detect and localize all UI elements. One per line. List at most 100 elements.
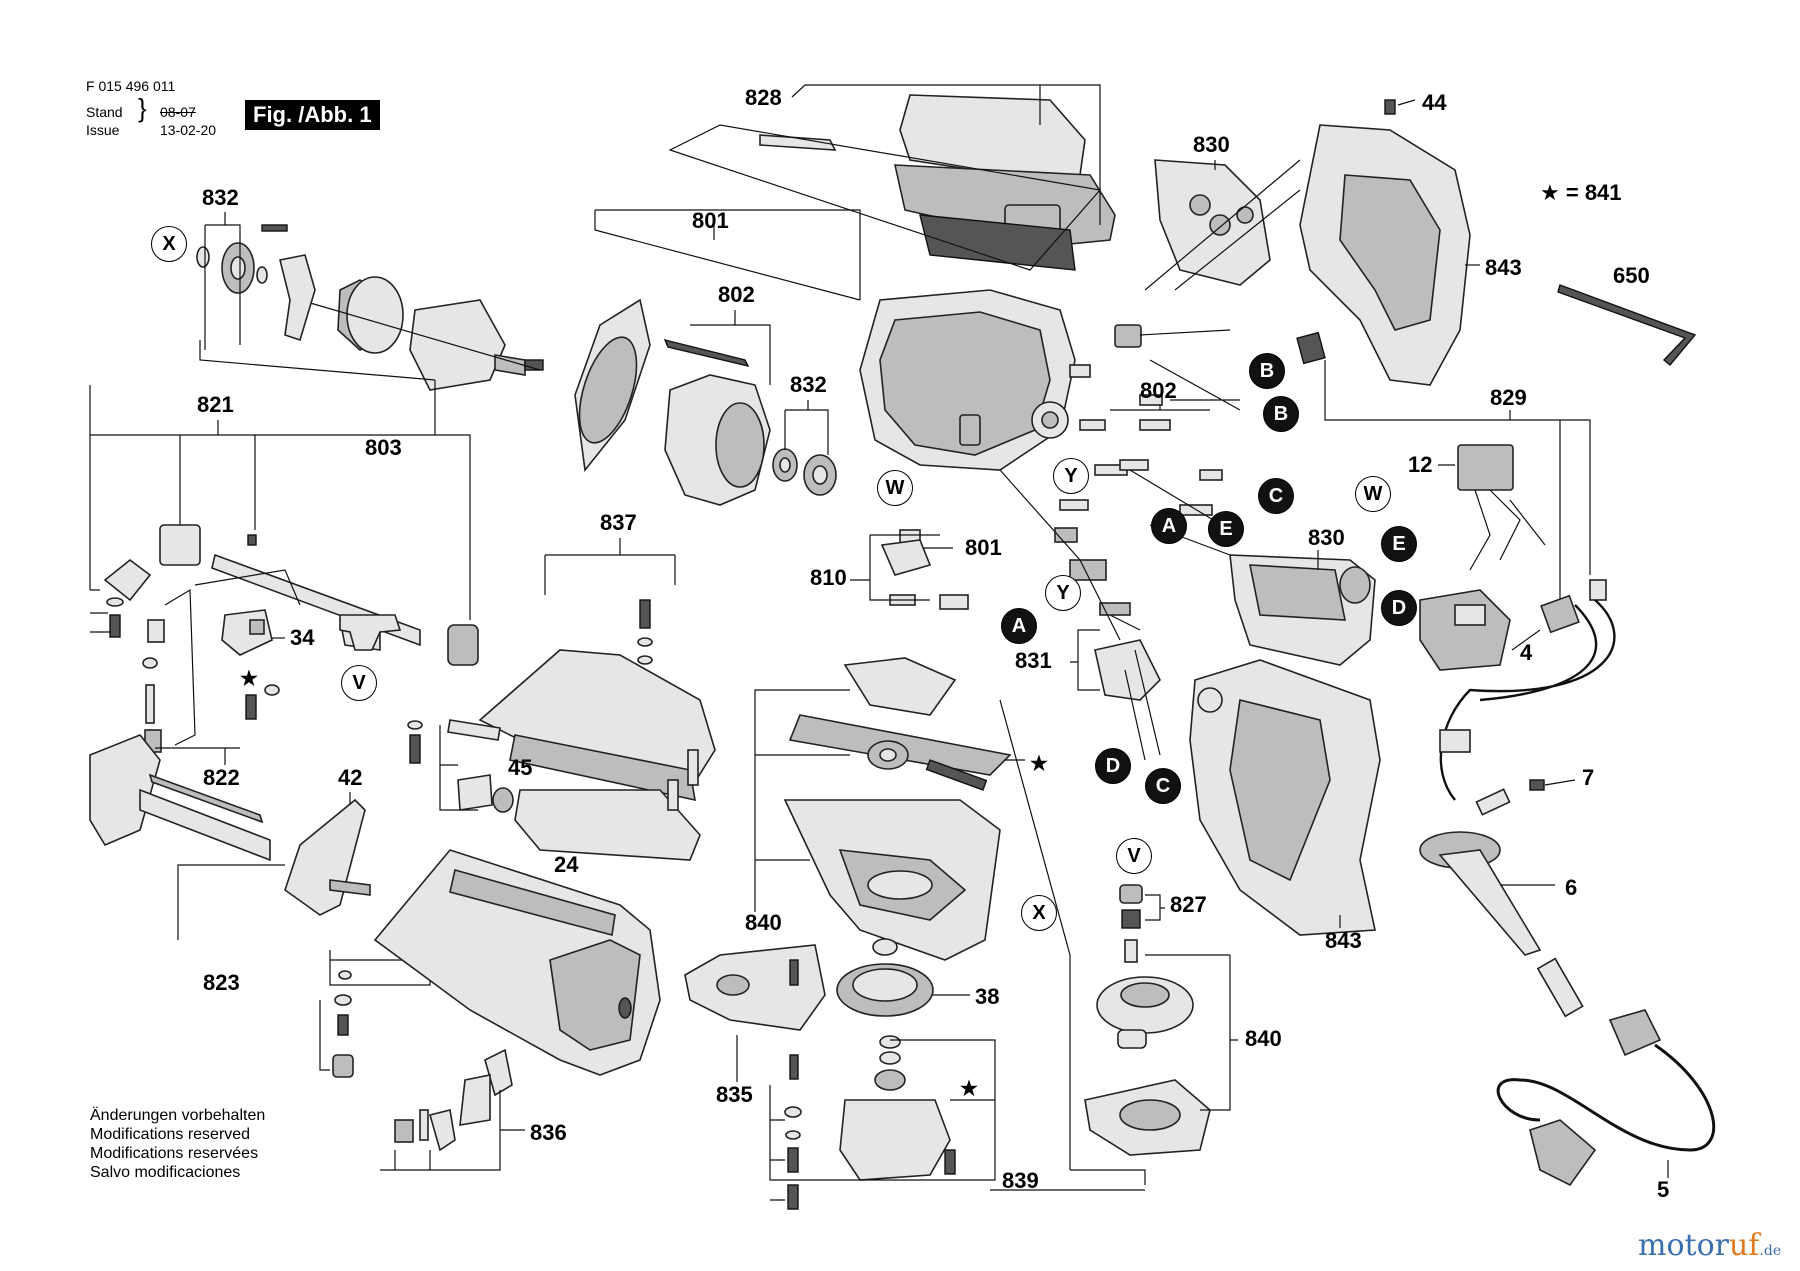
figure-label: Fig. /Abb. 1 <box>245 100 380 130</box>
cord-strain-relief-6 <box>1419 729 1542 956</box>
brushes-and-connectors <box>899 324 1241 610</box>
footnote-line: Änderungen vorbehalten <box>90 1107 266 1124</box>
hex-key-650 <box>1557 284 1697 366</box>
handle-shell-843-rear <box>1296 99 1471 386</box>
part-number-803: 803 <box>365 435 402 460</box>
cable-clamp <box>1475 788 1511 816</box>
capacitor-12 <box>1457 444 1514 491</box>
part-number-650: 650 <box>1613 263 1650 288</box>
footnote-line: Salvo modificaciones <box>90 1164 241 1181</box>
connector-w-marker: W <box>1355 476 1391 512</box>
issue-label: Issue <box>86 122 120 138</box>
bearing-pair-832-left <box>196 224 316 342</box>
gear-housing-837 <box>478 599 716 861</box>
part-number-802: 802 <box>718 282 755 307</box>
connector-c-marker: C <box>1258 478 1294 514</box>
side-cover-830-upper <box>1154 159 1271 286</box>
part-number-827: 827 <box>1170 892 1207 917</box>
connector-b-marker: B <box>1249 353 1285 389</box>
lower-screws-left <box>332 970 354 1078</box>
part-number-840: 840 <box>745 910 782 935</box>
star-legend: ★ = 841 <box>1540 180 1622 206</box>
issue-date: 13-02-20 <box>160 122 217 138</box>
shoe-plate-823 <box>89 734 271 862</box>
document-number: F 015 496 011 <box>86 78 176 94</box>
connector-x-marker: X <box>1021 895 1057 931</box>
part-number-44: 44 <box>1422 90 1447 115</box>
plate-45 <box>407 719 514 813</box>
connector-x-marker: X <box>151 226 187 262</box>
part-number-34: 34 <box>290 625 315 650</box>
part-number-12: 12 <box>1408 452 1432 477</box>
part-number-837: 837 <box>600 510 637 535</box>
part-number-831: 831 <box>1015 648 1052 673</box>
part-number-4: 4 <box>1520 640 1533 665</box>
part-number-6: 6 <box>1565 875 1577 900</box>
connector-b-marker: B <box>1263 396 1299 432</box>
part-number-42: 42 <box>338 765 362 790</box>
connector-c-marker: C <box>1145 768 1181 804</box>
handle-shell-843-front <box>1189 659 1381 936</box>
part-number-829: 829 <box>1490 385 1527 410</box>
bracket-34 <box>221 609 273 656</box>
part-number-821: 821 <box>197 392 234 417</box>
part-number-7: 7 <box>1582 765 1594 790</box>
blade-holder-42 <box>284 798 371 916</box>
left-fasteners <box>103 558 165 753</box>
screw-841 <box>245 694 257 720</box>
star-marker-icon-2: ★ <box>960 1078 978 1100</box>
part-number-802b: 802 <box>1140 378 1177 403</box>
star-legend-text: = 841 <box>1565 180 1622 205</box>
brace-icon: } <box>138 93 147 123</box>
part-number-24: 24 <box>554 852 579 877</box>
shaft-assembly-821 <box>159 524 479 666</box>
part-number-801b: 801 <box>965 535 1002 560</box>
part-number-823: 823 <box>203 970 240 995</box>
connector-w-marker: W <box>877 470 913 506</box>
part-number-836: 836 <box>530 1120 567 1145</box>
part-number-839: 839 <box>1002 1168 1039 1193</box>
footnote-line: Modifications reservées <box>90 1145 259 1162</box>
part-number-840b: 840 <box>1245 1026 1282 1051</box>
stand-label: Stand <box>86 104 123 120</box>
motor-housing-801 <box>859 289 1076 471</box>
connector-d-marker: D <box>1095 748 1131 784</box>
part-number-801: 801 <box>692 208 729 233</box>
star-icon: ★ <box>1540 180 1560 205</box>
electronics-module-831 <box>1094 602 1161 761</box>
cord-wires <box>1439 599 1616 801</box>
stand-date: 08-07 <box>160 104 196 120</box>
power-cord-5 <box>1496 957 1715 1187</box>
gearbox-cover-835 <box>684 944 826 1080</box>
bearing-housing-839 <box>839 1035 956 1181</box>
part-number-822: 822 <box>203 765 240 790</box>
bevel-gear-38 <box>836 938 934 1017</box>
part-number-45: 45 <box>508 755 532 780</box>
washer <box>264 684 280 696</box>
brush-holder <box>880 539 932 606</box>
star-marker-icon-3: ★ <box>1030 753 1048 775</box>
part-number-832b: 832 <box>790 372 827 397</box>
gear-train-840 <box>783 657 1012 961</box>
plug-connector <box>1540 594 1580 634</box>
armature-803 <box>299 276 544 391</box>
connector-v-marker: V <box>341 665 377 701</box>
lever-assembly-836 <box>394 1048 513 1152</box>
part-number-38: 38 <box>975 984 999 1009</box>
connector-v-marker: V <box>1116 838 1152 874</box>
part-number-830: 830 <box>1193 132 1230 157</box>
blade-clamp <box>339 614 402 651</box>
cord-terminal <box>1589 579 1607 601</box>
switch-cover-830-lower <box>1229 554 1376 666</box>
part-number-828: 828 <box>745 85 782 110</box>
star-marker-icon: ★ <box>240 668 258 690</box>
connector-a-marker: A <box>1151 508 1187 544</box>
bearing-pair-832-right <box>772 448 837 496</box>
connector-e-marker: E <box>1208 511 1244 547</box>
connector-y-marker: Y <box>1053 458 1089 494</box>
footnote-line: Modifications reserved <box>90 1126 251 1143</box>
fan-disk <box>574 298 651 472</box>
switch-4 <box>1419 589 1511 671</box>
part-number-843b: 843 <box>1325 928 1362 953</box>
